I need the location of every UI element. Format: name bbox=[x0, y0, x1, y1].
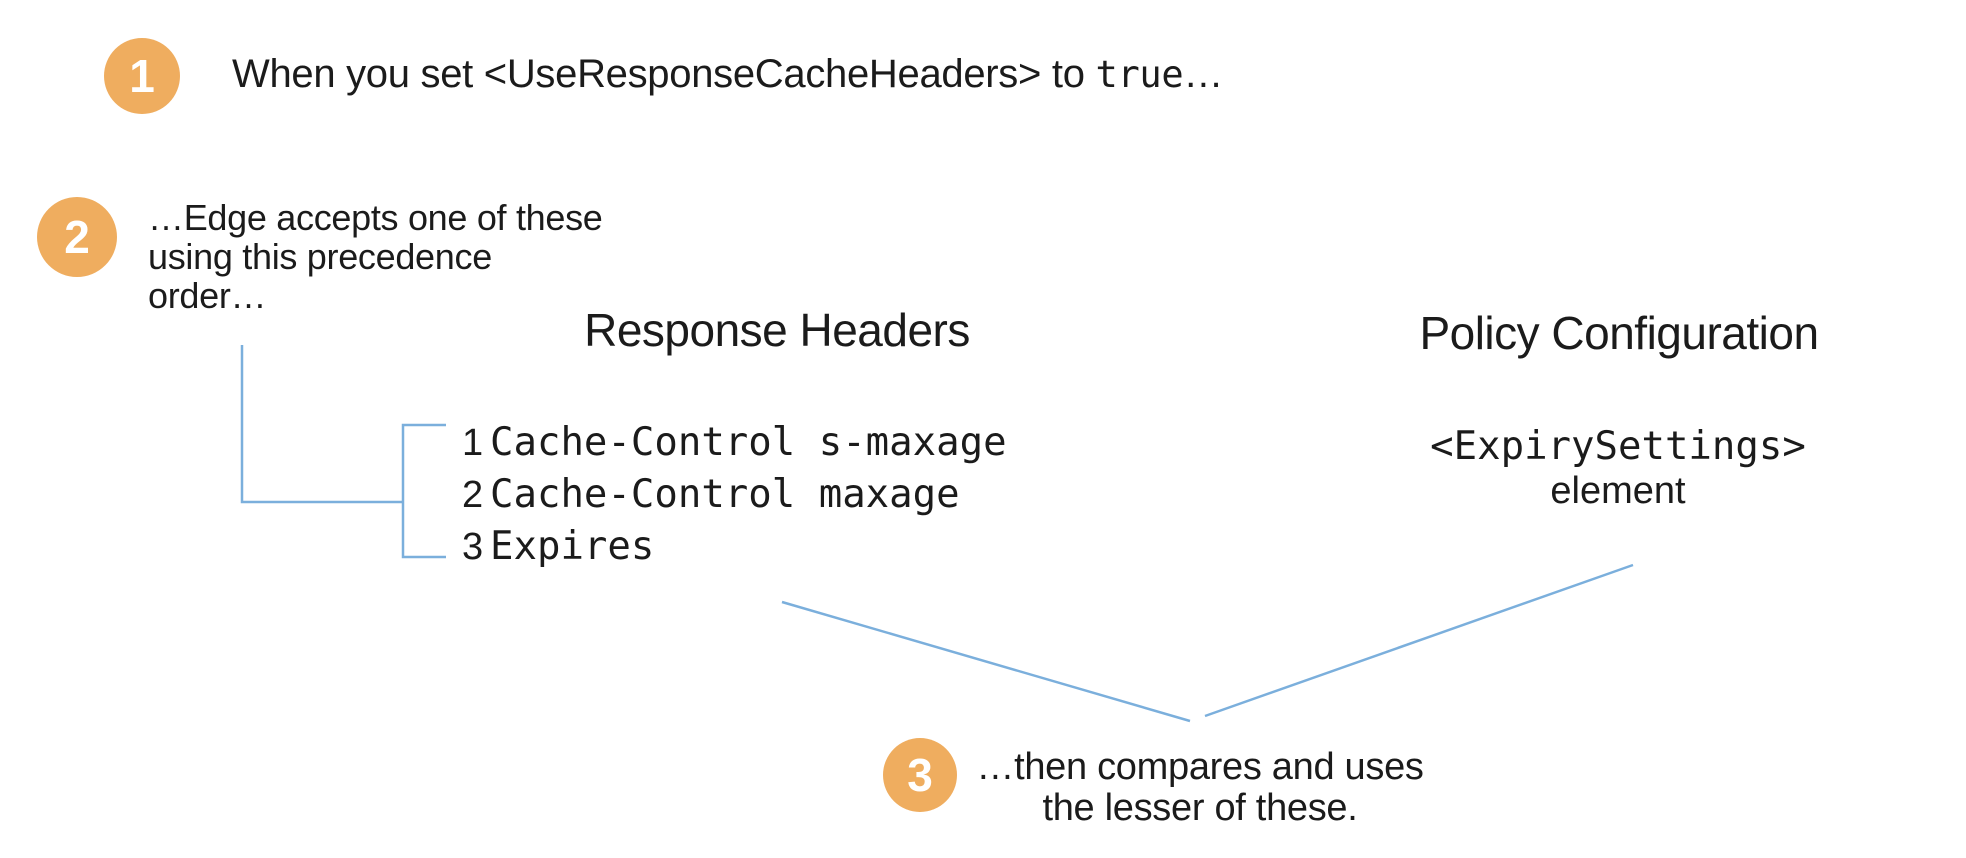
list-item: 2 Cache-Control maxage bbox=[462, 472, 1007, 524]
connector-step2-to-bracket bbox=[240, 345, 402, 504]
step-3-badge: 3 bbox=[883, 738, 957, 812]
step-2-caption-line: using this precedence bbox=[148, 236, 492, 277]
expiry-settings-code: <ExpirySettings> bbox=[1430, 424, 1806, 469]
list-item-rank: 3 bbox=[462, 526, 484, 568]
list-item-value: Cache-Control maxage bbox=[490, 472, 960, 517]
step-3-caption: …then compares and uses the lesser of th… bbox=[950, 747, 1450, 829]
list-item: 3 Expires bbox=[462, 524, 1007, 576]
step-3-caption-line: …then compares and uses bbox=[976, 746, 1424, 788]
response-headers-title: Response Headers bbox=[584, 304, 970, 356]
list-item-rank: 1 bbox=[462, 422, 484, 464]
list-item-value: Cache-Control s-maxage bbox=[490, 420, 1007, 465]
step-3-caption-line: the lesser of these. bbox=[1042, 787, 1358, 829]
response-headers-list: 1 Cache-Control s-maxage 2 Cache-Control… bbox=[462, 420, 1007, 576]
step-2-badge: 2 bbox=[37, 197, 117, 277]
step-1-caption-code: true bbox=[1095, 53, 1184, 96]
step-1-badge: 1 bbox=[104, 38, 180, 114]
step-3-number: 3 bbox=[907, 749, 933, 801]
step-1-number: 1 bbox=[129, 50, 155, 102]
bracket-response-list bbox=[401, 423, 446, 559]
v-line-right bbox=[1204, 563, 1634, 718]
list-item: 1 Cache-Control s-maxage bbox=[462, 420, 1007, 472]
step-2-caption-line: …Edge accepts one of these bbox=[148, 197, 603, 238]
list-item-value: Expires bbox=[490, 524, 655, 569]
step-1-caption-prefix: When you set <UseResponseCacheHeaders> t… bbox=[232, 52, 1096, 96]
step-2-caption-line: order… bbox=[148, 275, 267, 316]
list-item-rank: 2 bbox=[462, 474, 484, 516]
v-line-left bbox=[781, 600, 1191, 723]
step-1-caption: When you set <UseResponseCacheHeaders> t… bbox=[232, 52, 1223, 97]
step-1-caption-suffix: … bbox=[1183, 52, 1224, 96]
expiry-settings-label: element bbox=[1550, 470, 1686, 512]
step-2-caption: …Edge accepts one of these using this pr… bbox=[148, 198, 603, 315]
policy-configuration-title: Policy Configuration bbox=[1419, 307, 1819, 359]
step-2-number: 2 bbox=[64, 211, 90, 263]
